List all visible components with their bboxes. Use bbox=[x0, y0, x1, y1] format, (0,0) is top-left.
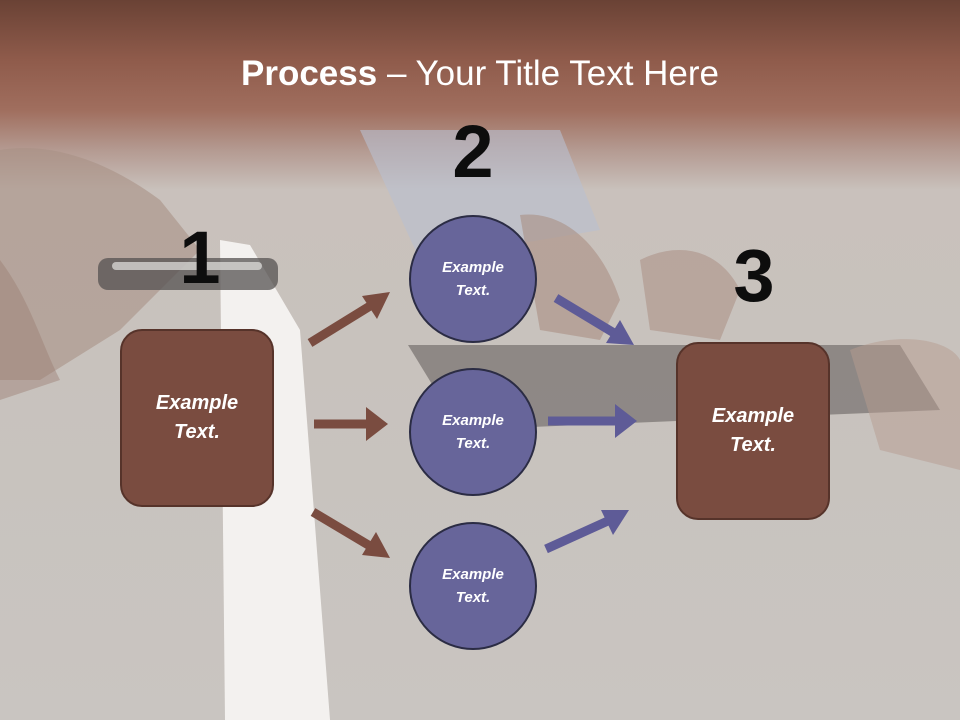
arrow-blue-up bbox=[544, 510, 629, 554]
circle-node-3-text: Example Text. bbox=[442, 566, 504, 606]
arrow-brown-down bbox=[310, 508, 390, 558]
arrow-brown-right bbox=[314, 407, 388, 441]
title-bold: Process bbox=[241, 54, 378, 93]
circle-node-1-text: Example Text. bbox=[442, 259, 504, 299]
circle-node-3: Example Text. bbox=[409, 522, 537, 650]
arrow-blue-right bbox=[548, 404, 637, 438]
step-box-3-text: Example Text. bbox=[711, 405, 795, 456]
step-box-3: Example Text. bbox=[676, 342, 830, 520]
step-number-2: 2 bbox=[452, 110, 494, 193]
circle-node-2: Example Text. bbox=[409, 368, 537, 496]
circle-node-1: Example Text. bbox=[409, 215, 537, 343]
step-box-1-text: Example Text. bbox=[155, 392, 239, 443]
step-number-3: 3 bbox=[733, 234, 775, 317]
step-number-1: 1 bbox=[179, 216, 221, 299]
slide-title: Process – Your Title Text Here bbox=[0, 52, 960, 96]
arrow-blue-down bbox=[553, 294, 634, 345]
circle-node-2-text: Example Text. bbox=[442, 412, 504, 452]
step-box-1: Example Text. bbox=[120, 329, 274, 507]
title-rest: – Your Title Text Here bbox=[377, 54, 719, 93]
arrow-brown-up bbox=[307, 292, 390, 347]
